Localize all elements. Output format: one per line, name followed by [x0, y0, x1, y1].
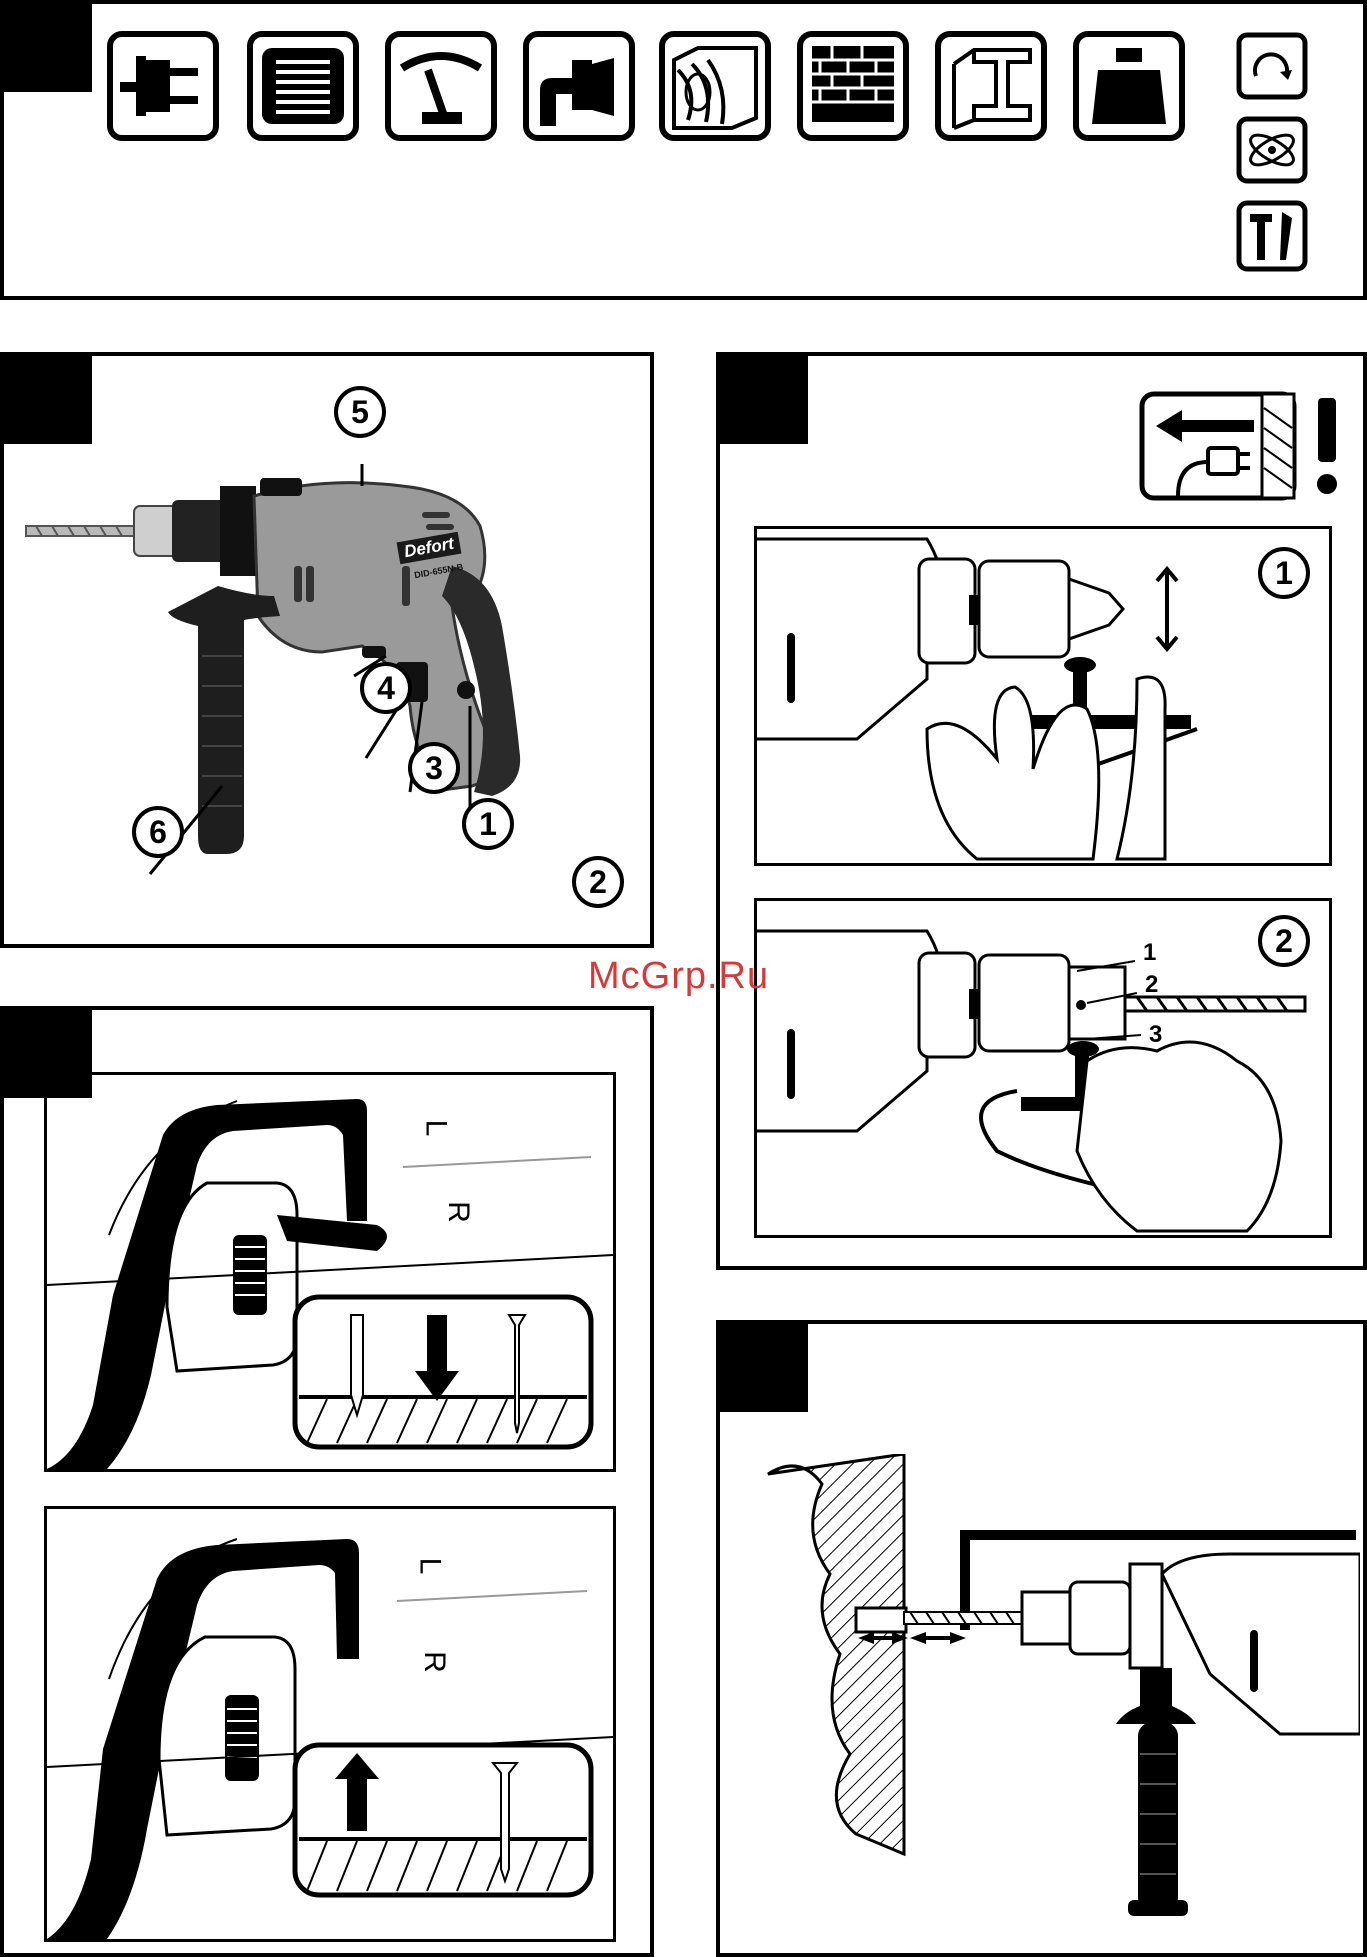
reverse-rotation-box: L R	[44, 1506, 616, 1942]
direction-label-l-bottom: L	[412, 1558, 446, 1575]
reverse-handle-drawing	[47, 1509, 613, 1939]
direction-label-l-top: L	[418, 1120, 452, 1137]
panel-a	[0, 0, 1367, 300]
callout-1: 1	[462, 798, 514, 850]
part-label-2: 2	[1145, 971, 1158, 999]
part-label-3: 3	[1149, 1021, 1162, 1049]
direction-label-r-top: R	[441, 1201, 475, 1223]
weight-icon	[1072, 30, 1186, 142]
direction-label-r-bottom: R	[417, 1651, 451, 1673]
depth-stop-drawing	[760, 1454, 1360, 1924]
step2-badge: 2	[1258, 915, 1310, 967]
gauge-icon	[384, 30, 498, 142]
forward-rotation-box: L R	[44, 1072, 616, 1472]
auxiliary-handle	[168, 586, 280, 854]
panel-c-corner-tab	[720, 356, 808, 444]
tools-icon	[1236, 200, 1308, 272]
callout-4: 4	[360, 662, 412, 714]
callout-6: 6	[132, 806, 184, 858]
drill-chuck-icon	[522, 30, 636, 142]
brick-wall-icon	[796, 30, 910, 142]
wood-icon	[658, 30, 772, 142]
callout-2: 2	[572, 856, 624, 908]
impact-icon	[1236, 116, 1308, 184]
step1-badge: 1	[1258, 547, 1310, 599]
panel-e-corner-tab	[720, 1324, 808, 1412]
panel-e	[716, 1320, 1367, 1957]
chuck-key-step2-drawing	[757, 901, 1329, 1235]
chuck-key-step1-drawing	[757, 529, 1329, 863]
panel-a-corner-tab	[4, 4, 92, 92]
unplug-warning-icon	[1138, 388, 1348, 502]
panel-b-corner-tab	[4, 356, 92, 444]
drill-illustration	[22, 456, 642, 896]
forward-handle-drawing	[47, 1075, 613, 1469]
rotation-icon	[1236, 32, 1308, 100]
callout-3: 3	[408, 742, 460, 794]
panel-d: L R L R	[0, 1006, 654, 1957]
chuck-key-step1-box: 1	[754, 526, 1332, 866]
motor-icon	[246, 30, 360, 142]
chuck-key-step2-box: 2 1 2 3	[754, 898, 1332, 1238]
callout-5: 5	[334, 386, 386, 438]
power-plug-icon	[106, 30, 220, 142]
steel-beam-icon	[934, 30, 1048, 142]
panel-b: Defort DID-655N-B 5 4 3 1 6 2	[0, 352, 654, 948]
watermark: McGrp.Ru	[588, 955, 769, 998]
part-label-1: 1	[1143, 939, 1156, 967]
panel-c: 1 2 1 2 3	[716, 352, 1367, 1270]
